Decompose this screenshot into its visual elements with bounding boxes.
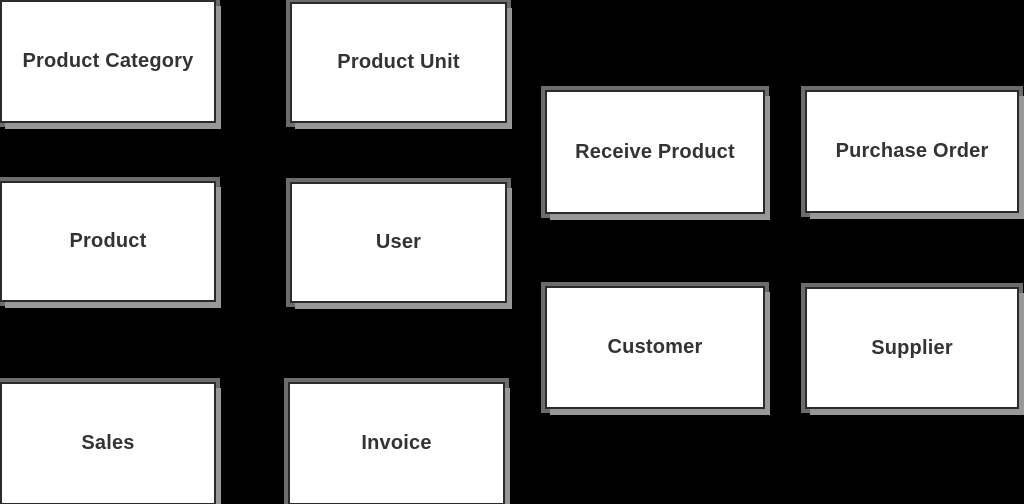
node-receive-product-label: Receive Product bbox=[575, 140, 735, 163]
node-invoice[interactable]: Invoice bbox=[288, 382, 505, 504]
node-supplier-label: Supplier bbox=[871, 336, 953, 359]
node-user[interactable]: User bbox=[290, 182, 507, 303]
node-product-category[interactable]: Product Category bbox=[0, 0, 216, 123]
node-purchase-order-label: Purchase Order bbox=[835, 140, 989, 162]
node-user-label: User bbox=[375, 231, 422, 253]
node-product-unit[interactable]: Product Unit bbox=[290, 2, 507, 123]
node-product[interactable]: Product bbox=[0, 181, 216, 302]
node-product-category-label: Product Category bbox=[22, 50, 194, 72]
node-customer[interactable]: Customer bbox=[545, 286, 765, 409]
node-sales[interactable]: Sales bbox=[0, 382, 216, 504]
node-invoice-label: Invoice bbox=[361, 432, 432, 454]
node-sales-label: Sales bbox=[81, 432, 135, 454]
node-product-unit-label: Product Unit bbox=[337, 51, 460, 73]
node-customer-label: Customer bbox=[607, 336, 703, 358]
node-product-label: Product bbox=[69, 230, 147, 252]
node-receive-product[interactable]: Receive Product bbox=[545, 90, 765, 214]
node-supplier[interactable]: Supplier bbox=[805, 287, 1019, 409]
node-purchase-order[interactable]: Purchase Order bbox=[805, 90, 1019, 213]
